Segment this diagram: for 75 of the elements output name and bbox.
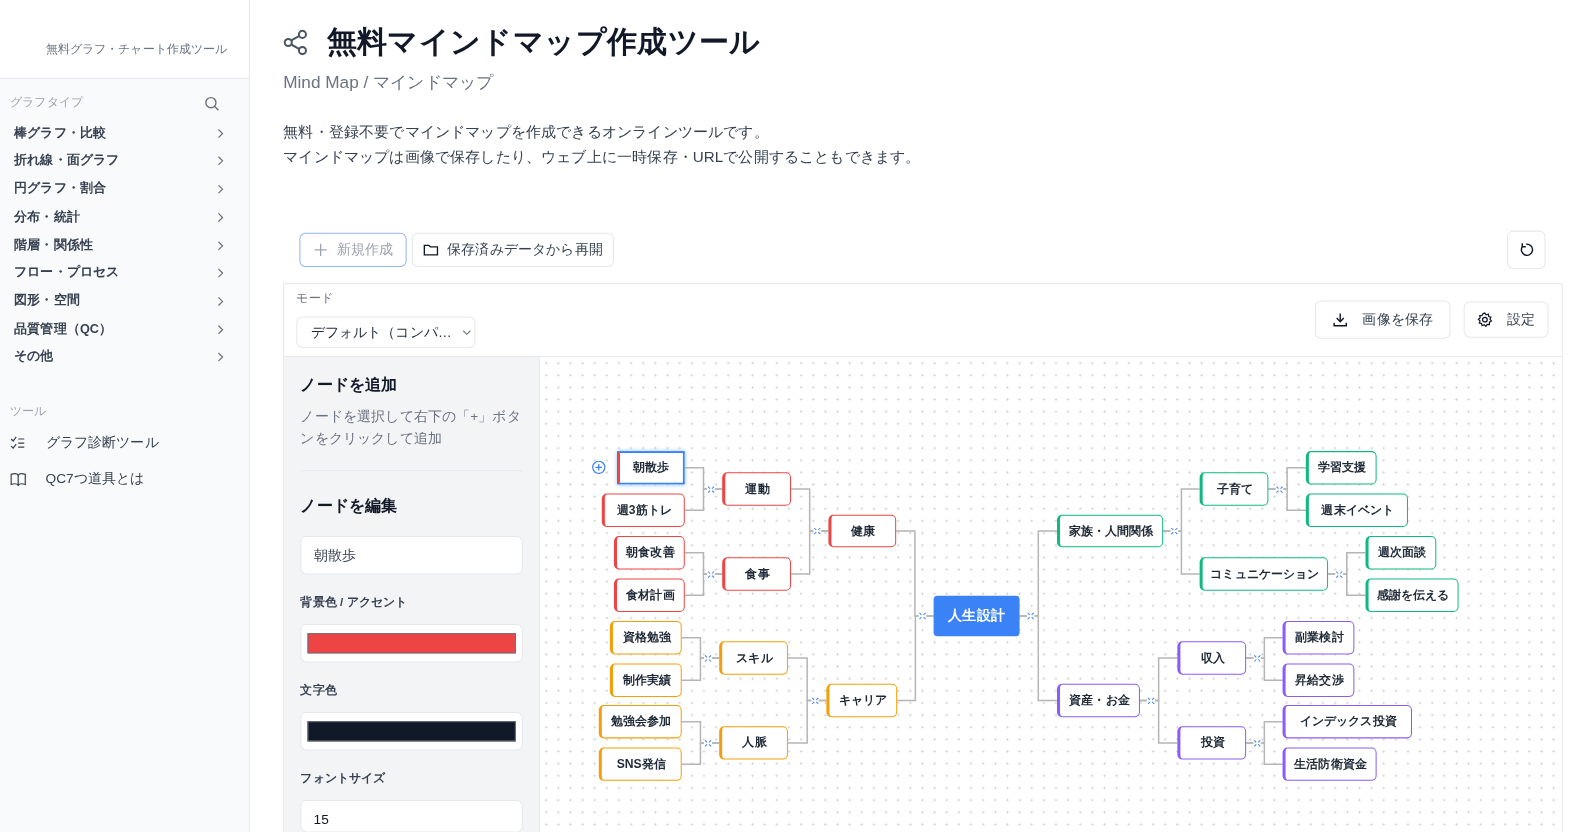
topic-box: 健康 <box>828 514 897 548</box>
description: 無料・登録不要でマインドマップを作成できるオンラインツールです。 <box>283 122 769 141</box>
load-button: 保存済みデータから再開 <box>411 232 614 268</box>
topic-box: コミュニケーション <box>1199 557 1329 591</box>
topic-box: 収入 <box>1177 641 1247 675</box>
connector-line <box>1139 699 1179 744</box>
connector-line <box>1162 530 1201 575</box>
connector-line <box>684 488 723 512</box>
topic-box: 家族・人間関係 <box>1057 514 1164 548</box>
section-heading: ツール <box>10 403 47 419</box>
topic-box: 制作実績 <box>609 663 682 697</box>
menu-item: 品質管理（QC） <box>14 321 112 337</box>
field-label: 文字色 <box>300 683 337 698</box>
panel-heading: ノードを編集 <box>300 495 398 516</box>
menu-item: 階層・関係性 <box>14 237 94 253</box>
topic-box: 朝散歩 <box>617 451 685 485</box>
topic-box: 週末イベント <box>1305 493 1408 527</box>
topic-box: スキル <box>719 641 788 675</box>
connector-line <box>1245 742 1284 765</box>
mode-select: デフォルト（コンパ… <box>296 316 476 348</box>
tagline: 無料グラフ・チャート作成ツール <box>45 41 228 57</box>
menu-link: グラフ診断ツール <box>45 434 159 452</box>
connector-line <box>681 742 720 765</box>
topic-box: インデックス投資 <box>1282 705 1413 739</box>
topic-box: 昇給交渉 <box>1282 663 1355 697</box>
topic-box: 朝食改善 <box>613 536 685 570</box>
menu-item: フロー・プロセス <box>14 265 120 281</box>
topic-box: 食材計画 <box>613 578 685 612</box>
topic-box: 運動 <box>722 472 791 506</box>
topic-box: 勉強会参加 <box>598 705 682 739</box>
text-field: 朝散歩 <box>300 536 523 575</box>
topic-box: 週次面談 <box>1365 536 1437 570</box>
topic-box: 資格勉強 <box>609 621 682 655</box>
menu-item: 折れ線・面グラフ <box>14 152 120 168</box>
topic-box: 週3筋トレ <box>601 493 685 527</box>
topic-box: 子育て <box>1199 472 1269 506</box>
topic-box: 副業検討 <box>1282 621 1355 655</box>
description: マインドマップは画像で保存したり、ウェブ上に一時保存・URLで公開することもできます。 <box>283 147 921 166</box>
topic-box: 食事 <box>722 557 791 591</box>
menu-item: 分布・統計 <box>14 209 80 225</box>
connector-line <box>1245 657 1284 681</box>
menu-item: 円グラフ・割合 <box>14 181 107 197</box>
root-topic-box: 人生設計 <box>933 595 1020 637</box>
connector-line <box>681 657 720 681</box>
menu-item: その他 <box>14 348 54 365</box>
topic-box: SNS発信 <box>598 747 682 781</box>
help-text: ノードを選択して右下の「+」ボタンをクリックして追加 <box>300 407 522 449</box>
connector-line <box>1327 573 1367 596</box>
topic-box: 資産・お金 <box>1057 683 1140 718</box>
page-title: 無料マインドマップ作成ツール <box>326 23 761 60</box>
connector-line <box>790 530 830 575</box>
panel-heading: ノードを追加 <box>300 375 398 395</box>
topic-box: 感謝を伝える <box>1365 578 1459 612</box>
field-label: 背景色 / アクセント <box>300 595 408 610</box>
menu-link: QC7つ道具とは <box>45 471 145 488</box>
save-image-button: 画像を保存 <box>1314 300 1451 339</box>
settings-button: 設定 <box>1463 301 1549 338</box>
topic-box: 人脈 <box>719 726 788 760</box>
topic-box: キャリア <box>826 683 898 718</box>
connector-line <box>787 699 828 744</box>
subtitle: Mind Map / マインドマップ <box>283 72 494 94</box>
topic-box: 投資 <box>1177 726 1247 760</box>
connector-line <box>1018 615 1058 702</box>
field-label: モード <box>296 291 333 306</box>
connector-line <box>1267 488 1307 512</box>
topic-box: 生活防衛資金 <box>1282 747 1377 781</box>
menu-item: 図形・空間 <box>14 293 80 309</box>
topic-box: 学習支援 <box>1305 451 1377 485</box>
section-heading: グラフタイプ <box>10 95 83 110</box>
number-field: 15 <box>300 800 523 832</box>
field-label: フォントサイズ <box>300 771 386 786</box>
connector-line <box>684 573 723 596</box>
new-button: 新規作成 <box>299 232 407 268</box>
menu-item: 棒グラフ・比較 <box>14 125 107 141</box>
connector-line <box>896 615 935 702</box>
